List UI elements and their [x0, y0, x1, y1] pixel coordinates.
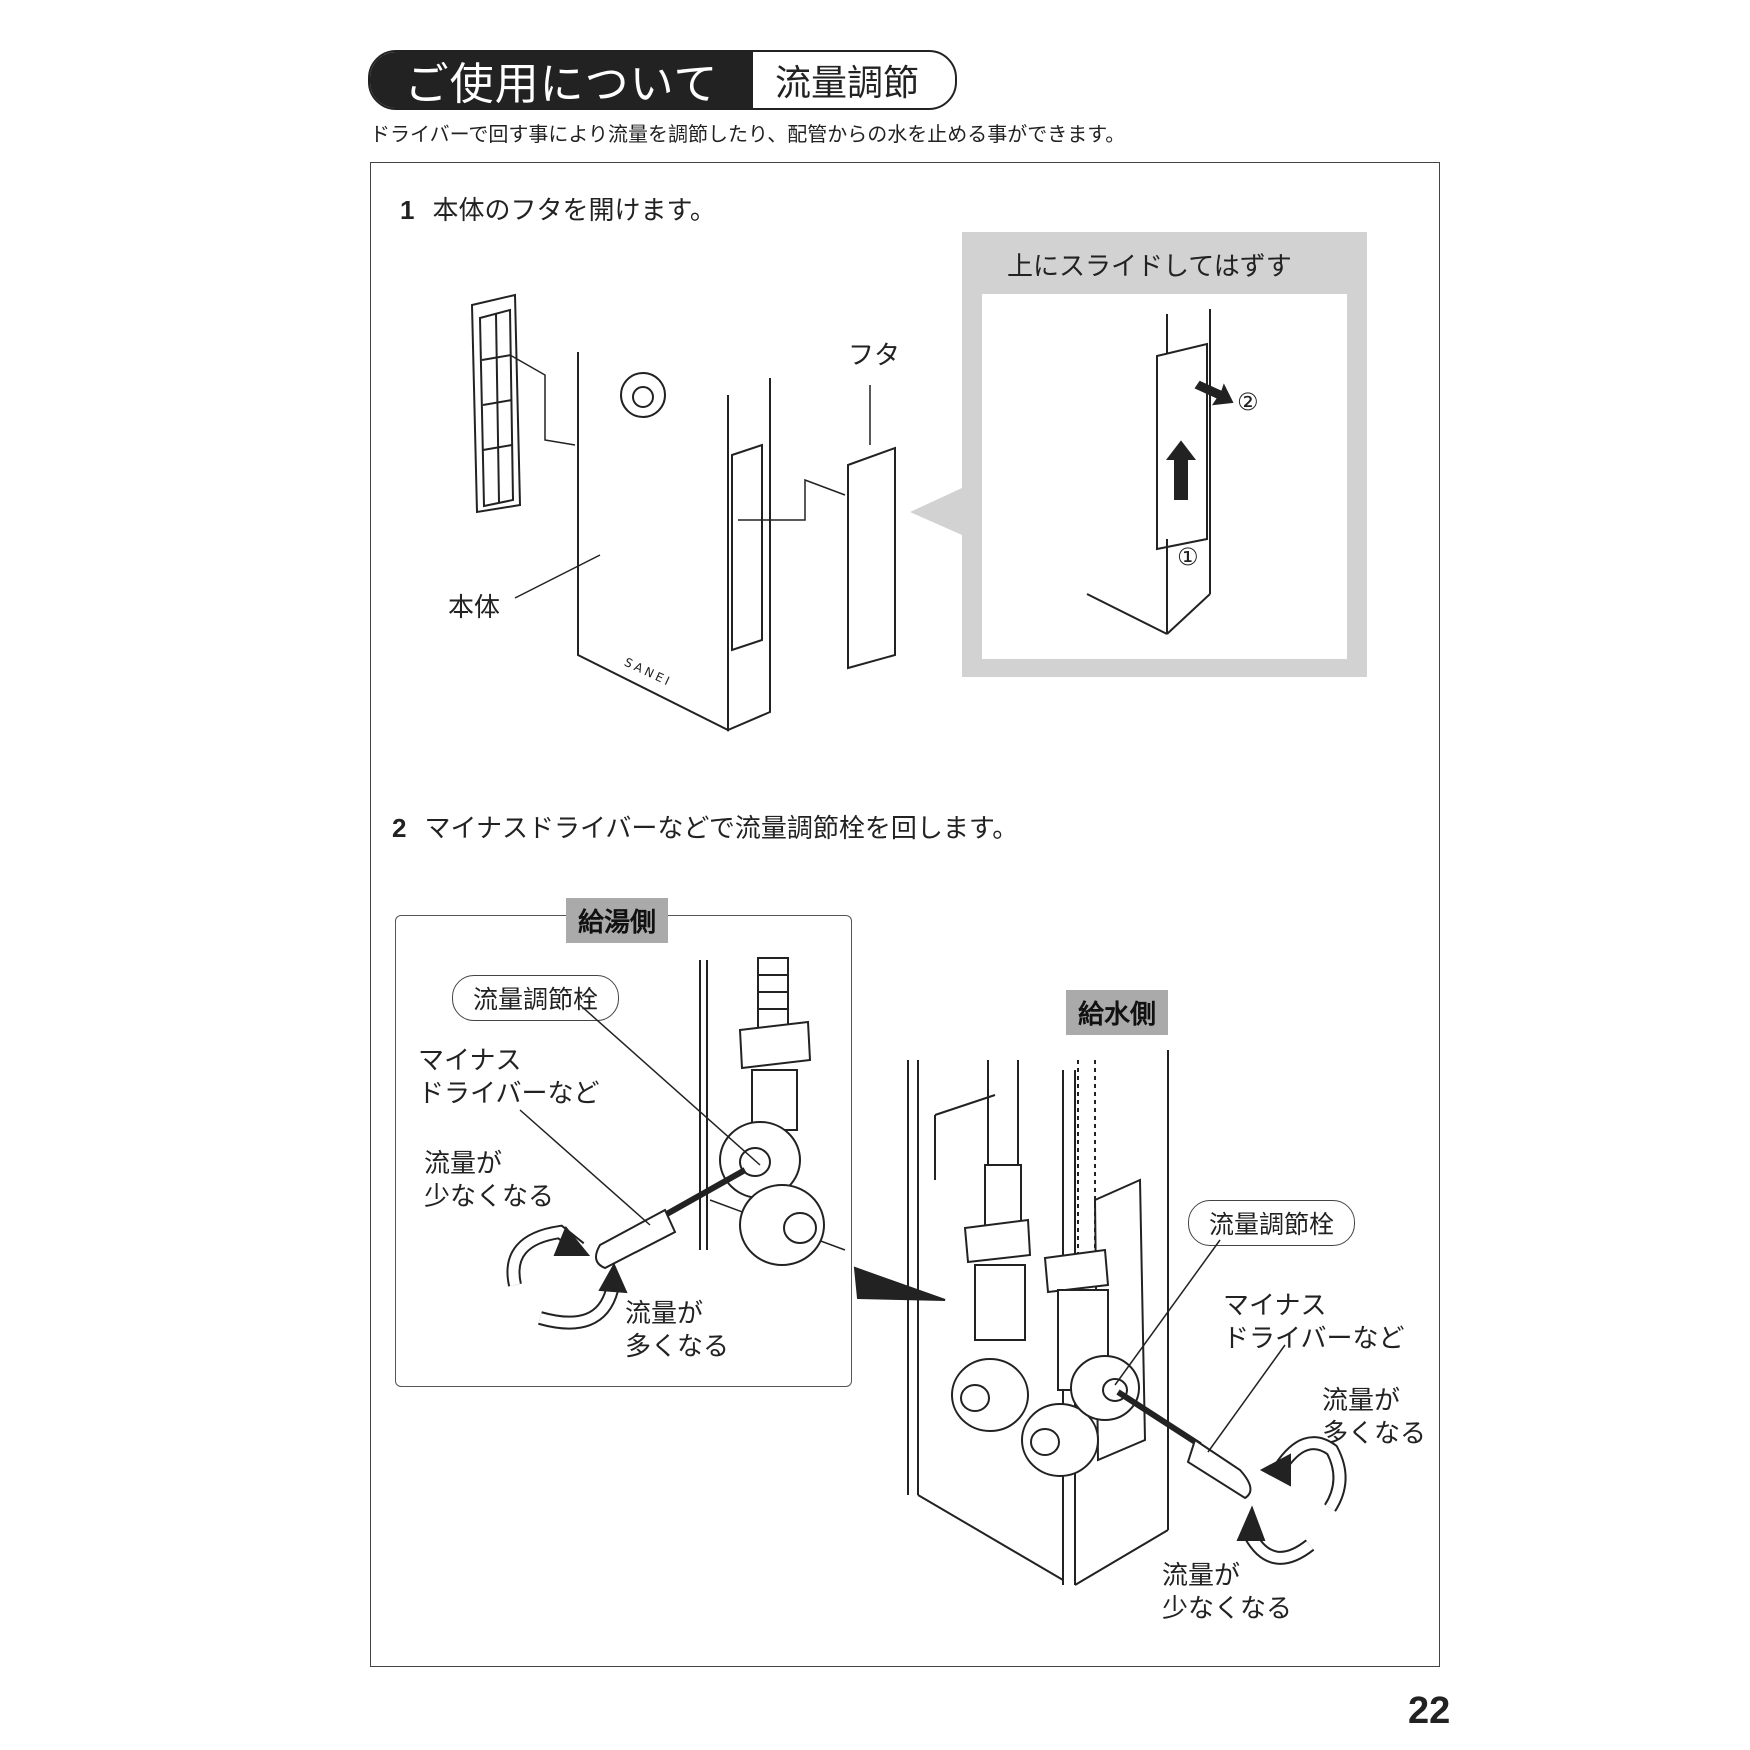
- slide-callout-title: 上にスライドしてはずす: [1007, 252, 1292, 282]
- step-1-text: 本体のフタを開けます。: [432, 196, 716, 226]
- hot-side-tag: 給湯側: [566, 898, 669, 943]
- cold-driver-label: マイナス ドライバーなど: [1223, 1291, 1405, 1354]
- step-2-text: マイナスドライバーなどで流量調節栓を回します。: [424, 814, 1019, 844]
- label-lid: フタ: [848, 341, 901, 371]
- step-1-heading: 1 本体のフタを開けます。: [400, 190, 716, 227]
- instruction-frame: [370, 162, 1440, 1667]
- hot-more-label: 流量が 多くなる: [625, 1299, 730, 1362]
- intro-text: ドライバーで回す事により流量を調節したり、配管からの水を止める事ができます。: [370, 122, 1126, 146]
- slide-callout: 上にスライドしてはずす ② ①: [962, 232, 1367, 677]
- section-title-pill: ご使用について 流量調節: [368, 50, 957, 110]
- slide-lid-illustration: [1086, 309, 1234, 635]
- section-title: ご使用について: [370, 52, 753, 108]
- step-2-heading: 2 マイナスドライバーなどで流量調節栓を回します。: [392, 808, 1018, 845]
- hot-valve-label: 流量調節栓: [452, 975, 620, 1021]
- label-body: 本体: [448, 593, 501, 623]
- hot-driver-label: マイナス ドライバーなど: [418, 1046, 600, 1109]
- cold-less-label: 流量が 少なくなる: [1162, 1561, 1293, 1624]
- hot-less-label: 流量が 少なくなる: [424, 1149, 555, 1212]
- section-subtitle: 流量調節: [775, 63, 920, 104]
- cold-side-tag: 給水側: [1066, 990, 1169, 1035]
- cold-valve-label: 流量調節栓: [1188, 1200, 1356, 1246]
- cold-more-label: 流量が 多くなる: [1322, 1386, 1427, 1449]
- step-1-number: 1: [400, 195, 415, 225]
- step-2-number: 2: [392, 813, 407, 843]
- slide-step-b: ②: [1237, 388, 1259, 416]
- slide-callout-inner: ② ①: [982, 294, 1347, 659]
- slide-step-a: ①: [1177, 543, 1199, 571]
- page-number: 22: [1408, 1690, 1451, 1732]
